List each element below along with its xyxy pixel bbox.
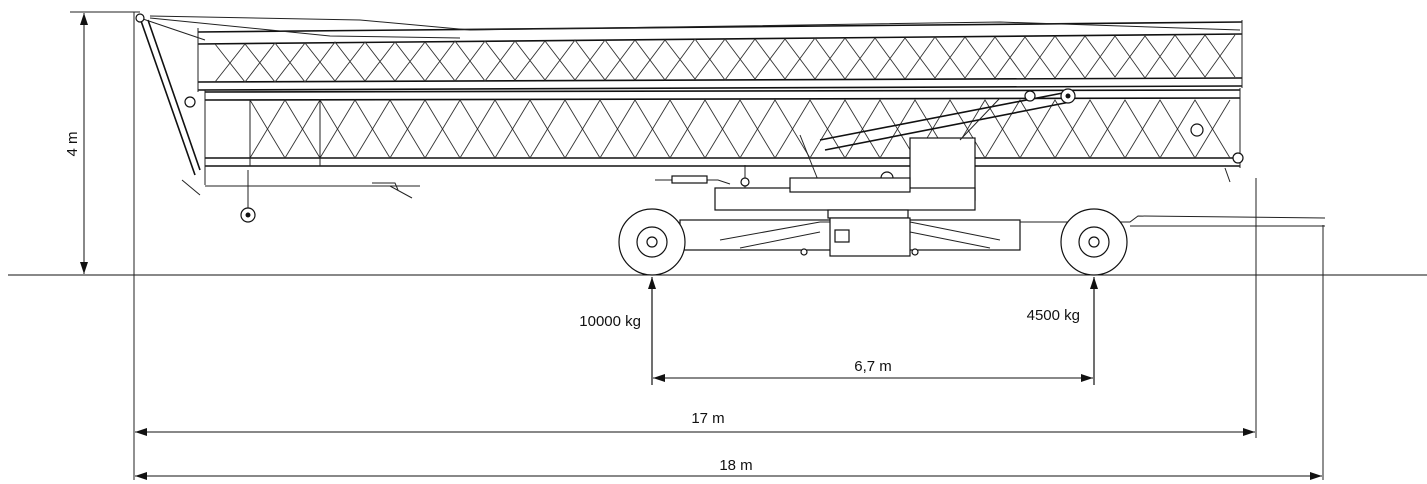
rear-wheel: [1060, 208, 1128, 276]
folding-struts: [135, 13, 413, 223]
total-length-label: 18 m: [719, 457, 752, 474]
folded-crane: [135, 13, 1326, 276]
front-axle-load-label: 10000 kg: [579, 313, 641, 330]
axle-spacing-label: 6,7 m: [854, 358, 892, 375]
height-label: 4 m: [64, 131, 81, 156]
front-wheel: [618, 208, 686, 276]
chassis: [679, 215, 1326, 257]
turntable: [655, 165, 976, 219]
rear-axle-load-label: 4500 kg: [1027, 307, 1080, 324]
upper-jib-lattice: [149, 15, 1243, 92]
lower-jib-lattice: [204, 88, 1241, 187]
folded-length-label: 17 m: [691, 410, 724, 427]
